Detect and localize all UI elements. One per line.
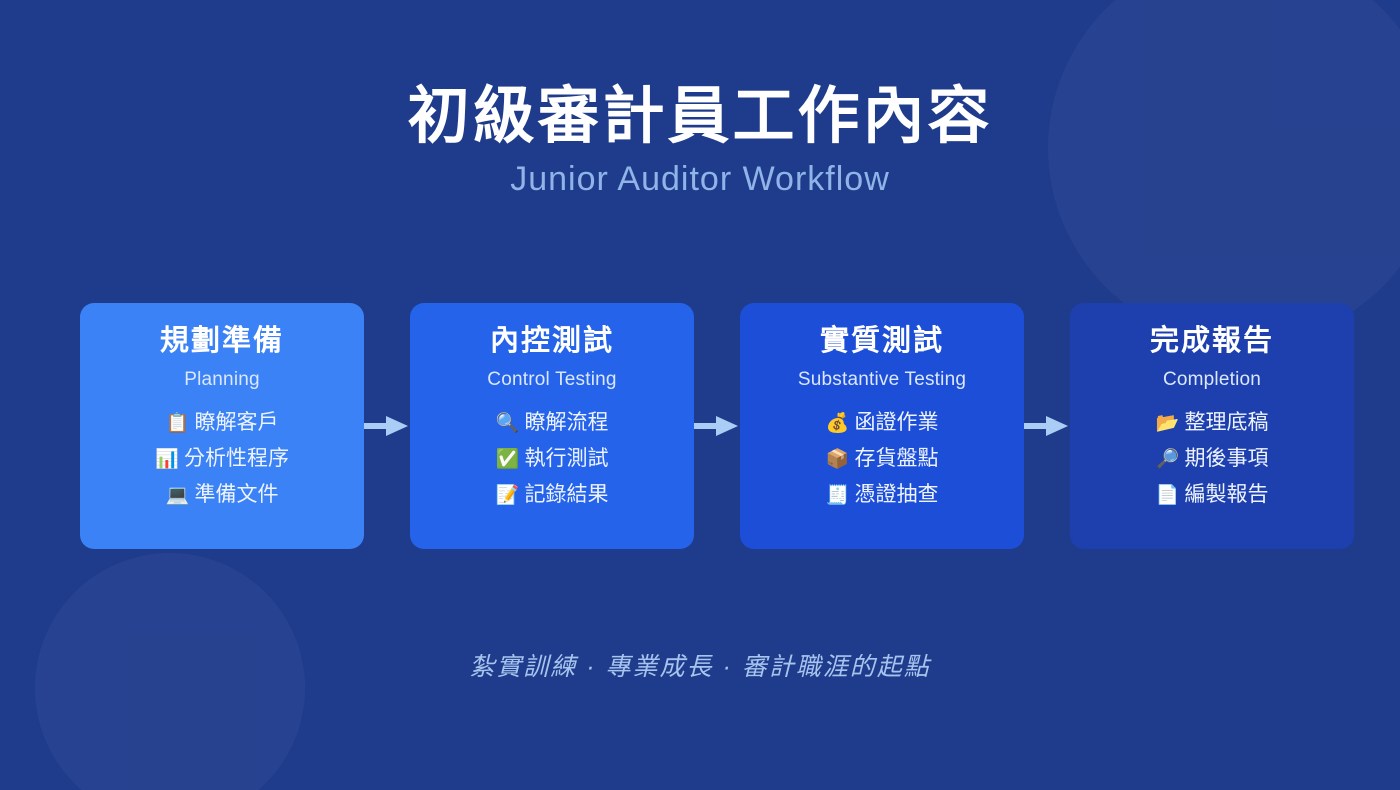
step-title: 實質測試 (819, 325, 944, 357)
list-item-label: 憑證抽查 (854, 483, 939, 507)
workflow-arrow-1 (364, 303, 410, 549)
bar-chart-icon: 📊 (155, 448, 179, 470)
money-bag-icon: 💰 (825, 412, 850, 434)
step-item-list: 📂 整理底稿 🔎 期後事項 📄 編製報告 (1156, 405, 1269, 513)
step-item-list: 🔍 瞭解流程 ✅ 執行測試 📝 記錄結果 (496, 405, 609, 513)
list-item: 📝 記錄結果 (496, 477, 609, 513)
step-subtitle: Control Testing (487, 369, 617, 391)
list-item: 💰 函證作業 (826, 405, 939, 441)
step-subtitle: Substantive Testing (797, 369, 967, 391)
list-item: 🧾 憑證抽查 (826, 477, 939, 513)
page-subtitle: Junior Auditor Workflow (510, 159, 890, 198)
footer-tagline: 紮實訓練 · 專業成長 · 審計職涯的起點 (469, 653, 931, 681)
step-item-list: 📋 瞭解客戶 📊 分析性程序 💻 準備文件 (155, 405, 289, 513)
list-item: 📊 分析性程序 (155, 441, 289, 477)
list-item: ✅ 執行測試 (496, 441, 609, 477)
list-item: 📋 瞭解客戶 (166, 405, 279, 441)
list-item-label: 整理底稿 (1184, 411, 1269, 435)
workflow-step-card-4[interactable]: 完成報告 Completion 📂 整理底稿 🔎 期後事項 📄 編製報告 (1070, 303, 1354, 549)
workflow-step-card-3[interactable]: 實質測試 Substantive Testing 💰 函證作業 📦 存貨盤點 🧾… (740, 303, 1024, 549)
list-item-label: 存貨盤點 (854, 447, 939, 471)
list-item-label: 瞭解客戶 (194, 411, 279, 435)
laptop-icon: 💻 (165, 484, 190, 506)
arrow-right-icon (694, 416, 738, 436)
list-item-label: 編製報告 (1184, 483, 1269, 507)
slide-footer: 紮實訓練 · 專業成長 · 審計職涯的起點 (0, 652, 1400, 682)
check-mark-icon: ✅ (495, 448, 520, 470)
step-subtitle: Completion (1162, 369, 1262, 391)
step-title: 內控測試 (489, 325, 614, 357)
open-folder-icon: 📂 (1155, 412, 1180, 434)
workflow-step-card-2[interactable]: 內控測試 Control Testing 🔍 瞭解流程 ✅ 執行測試 📝 記錄結… (410, 303, 694, 549)
workflow-steps-row: 規劃準備 Planning 📋 瞭解客戶 📊 分析性程序 💻 準備文件 (80, 303, 1354, 549)
workflow-arrow-2 (694, 303, 740, 549)
list-item-label: 準備文件 (194, 483, 279, 507)
memo-pencil-icon: 📝 (495, 484, 520, 506)
step-title: 完成報告 (1149, 325, 1274, 357)
page-document-icon: 📄 (1155, 484, 1180, 506)
list-item-label: 函證作業 (854, 411, 939, 435)
list-item: 🔎 期後事項 (1156, 441, 1269, 477)
workflow-arrow-3 (1024, 303, 1070, 549)
arrow-right-icon (1024, 416, 1068, 436)
list-item-label: 瞭解流程 (524, 411, 609, 435)
package-box-icon: 📦 (825, 448, 850, 470)
step-item-list: 💰 函證作業 📦 存貨盤點 🧾 憑證抽查 (826, 405, 939, 513)
list-item: 📦 存貨盤點 (826, 441, 939, 477)
list-item: 🔍 瞭解流程 (496, 405, 609, 441)
arrow-right-icon (364, 416, 408, 436)
list-item-label: 記錄結果 (524, 483, 609, 507)
receipt-icon: 🧾 (825, 484, 850, 506)
list-item-label: 執行測試 (524, 447, 609, 471)
page-title: 初級審計員工作內容 (407, 82, 993, 151)
list-item: 💻 準備文件 (166, 477, 279, 513)
list-item-label: 期後事項 (1184, 447, 1269, 471)
list-item: 📂 整理底稿 (1156, 405, 1269, 441)
slide-header: 初級審計員工作內容 Junior Auditor Workflow (0, 82, 1400, 198)
list-item-label: 分析性程序 (184, 447, 289, 471)
magnifier-left-icon: 🔍 (495, 412, 520, 434)
workflow-step-card-1[interactable]: 規劃準備 Planning 📋 瞭解客戶 📊 分析性程序 💻 準備文件 (80, 303, 364, 549)
list-item: 📄 編製報告 (1156, 477, 1269, 513)
step-subtitle: Planning (184, 369, 260, 391)
step-title: 規劃準備 (159, 325, 284, 357)
clipboard-icon: 📋 (165, 412, 190, 434)
magnifier-right-icon: 🔎 (1155, 448, 1180, 470)
